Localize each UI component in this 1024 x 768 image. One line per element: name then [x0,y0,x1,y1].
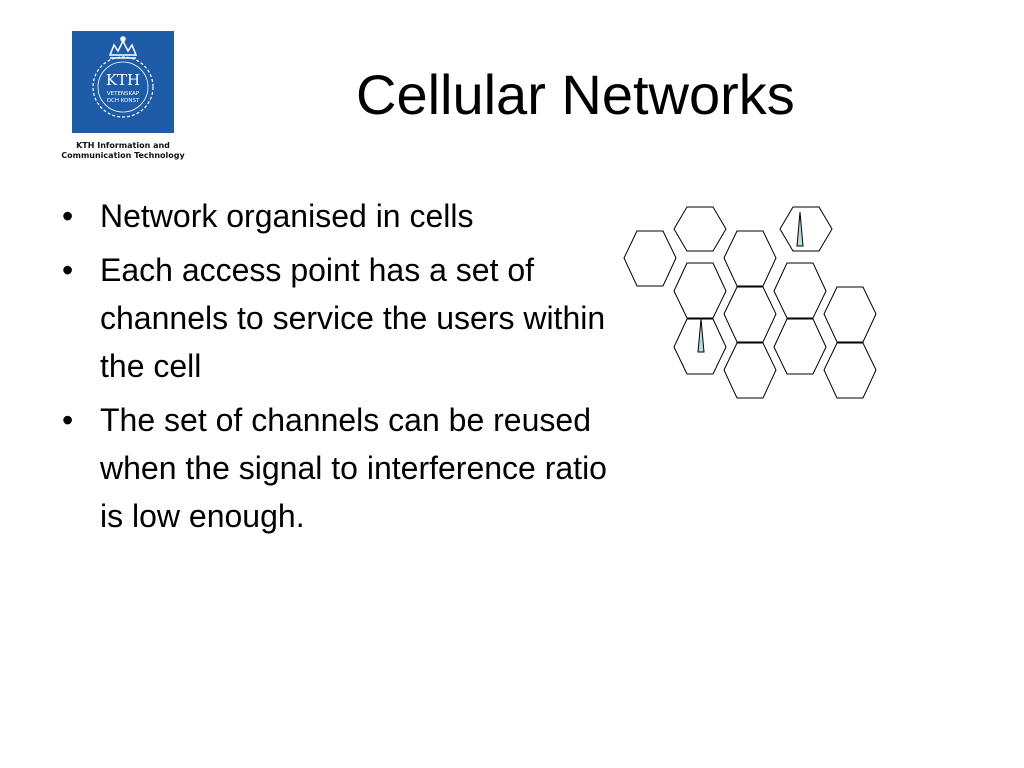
kth-emblem-icon: KTH VETENSKAP OCH KONST [92,36,154,118]
logo-caption-line-1: KTH Information and [76,141,170,150]
bullet-text-1: Network organised in cells [100,198,474,234]
bullet-list: • Network organised in cells • Each acce… [58,192,618,546]
logo-caption-line-2: Communication Technology [61,151,185,160]
bullet-item-3: • The set of channels can be reused when… [58,396,618,540]
cell-hexagon [723,230,777,287]
emblem-kth-text: KTH [106,71,140,89]
cell-hexagon [773,318,827,375]
cell-hexagon [773,262,827,319]
bullet-item-1: • Network organised in cells [58,192,618,240]
cell-hexagon [723,342,777,399]
cell-hexagon [823,342,877,399]
cell-hexagon [823,286,877,343]
slide-title: Cellular Networks [356,63,795,126]
cell-hexagon-group [623,206,877,399]
cell-hexagon [673,206,727,252]
bullet-dot-icon: • [62,252,74,288]
bullet-dot-icon: • [62,402,74,438]
cell-hexagon [723,286,777,343]
cell-hexagon [623,230,677,287]
emblem-vetenskap-text: VETENSKAP [107,91,140,97]
kth-logo: KTH VETENSKAP OCH KONST [72,31,174,133]
antenna-icon [796,211,804,247]
bullet-text-3: The set of channels can be reused when t… [100,402,607,534]
logo-caption: KTH Information and Communication Techno… [46,141,200,161]
hexagonal-cell-grid-icon [623,206,877,399]
cell-hexagon [779,206,833,252]
crown-icon [108,36,138,59]
cell-hexagon [673,262,727,319]
bullet-item-2: • Each access point has a set of channel… [58,246,618,390]
emblem-och-konst-text: OCH KONST [107,98,140,104]
bullet-text-2: Each access point has a set of channels … [100,252,606,384]
antenna-icon [697,318,705,353]
bullet-dot-icon: • [62,198,74,234]
